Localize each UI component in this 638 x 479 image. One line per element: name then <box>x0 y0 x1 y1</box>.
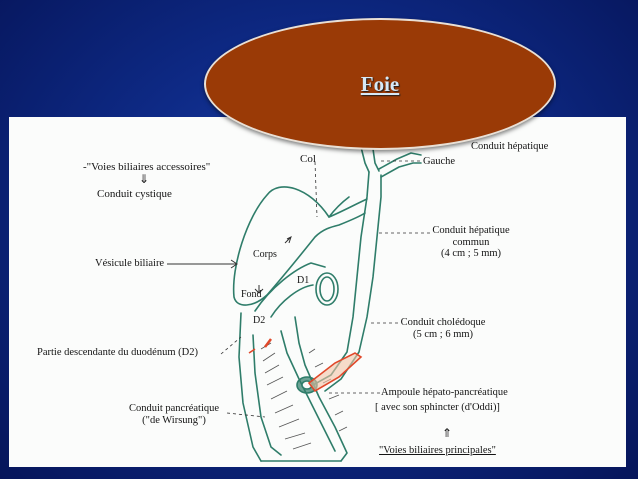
common-duct-right-wall <box>324 174 382 392</box>
duodenum-d1-opening <box>315 272 339 306</box>
duodenum-d1-upper <box>254 262 326 312</box>
duodenum-d2-left-wall <box>238 312 262 462</box>
label-fond: Fond <box>241 289 262 300</box>
label-conduit-pancreatique: Conduit pancréatique ("de Wirsung") <box>119 403 229 426</box>
right-hepatic-duct-inner <box>372 148 380 172</box>
right-hepatic-duct <box>360 146 370 173</box>
label-d1: D1 <box>297 275 310 286</box>
gallbladder-neck <box>328 196 350 218</box>
arrow-down-icon: ⇓ <box>139 172 150 186</box>
label-chc-line1: Conduit hépatique <box>432 225 510 236</box>
label-ampoule: Ampoule hépato-pancréatique <box>381 387 508 398</box>
label-sphincter-oddi: [ avec son sphincter (d'Oddi)] <box>375 402 500 413</box>
label-chc-line3: (4 cm ; 5 mm) <box>440 248 502 260</box>
left-hepatic-duct-inner <box>380 162 422 178</box>
title-oval: Foie <box>204 18 556 150</box>
label-corps: Corps <box>253 249 277 260</box>
label-voies-accessoires: -"Voies biliaires accessoires" <box>83 161 211 173</box>
label-conduit-hepatique-commun: Conduit hépatique commun (4 cm ; 5 mm) <box>423 225 519 260</box>
left-hepatic-duct <box>378 152 422 170</box>
cystic-duct-upper <box>328 198 368 218</box>
label-conduit-cystique: Conduit cystique <box>97 188 172 200</box>
label-chc-line2: commun <box>452 236 490 248</box>
label-d2: D2 <box>253 315 266 326</box>
label-col: Col <box>300 153 316 165</box>
gallbladder-outline <box>232 186 366 306</box>
label-choledoque-line2: (5 cm ; 6 mm) <box>412 328 474 340</box>
leader-lines <box>220 160 431 418</box>
label-voies-principales: "Voies biliaires principales" <box>379 445 496 456</box>
label-choledoque-line1: Conduit cholédoque <box>400 317 486 328</box>
label-vesicule-biliaire: Vésicule biliaire <box>95 258 165 269</box>
label-conduit-pancreatique-line2: ("de Wirsung") <box>142 414 206 426</box>
anatomy-diagram: -"Voies biliaires accessoires" ⇓ Conduit… <box>9 117 626 467</box>
label-conduit-pancreatique-line1: Conduit pancréatique <box>128 403 220 414</box>
label-conduit-hepatique: Conduit hépatique <box>471 141 549 152</box>
duodenum-d1-lower <box>270 284 314 318</box>
label-partie-descendante-duodenum: Partie descendante du duodénum (D2) <box>37 347 198 358</box>
slide-title: Foie <box>360 72 400 96</box>
pancreatic-duct <box>248 338 363 393</box>
label-gauche: Gauche <box>423 156 456 167</box>
duodenum-d2-right-wall <box>294 316 348 462</box>
duodenum-d2-inner-left <box>252 334 282 456</box>
label-conduit-choledoque: Conduit cholédoque (5 cm ; 6 mm) <box>393 317 493 340</box>
arrow-up-icon: ⇑ <box>442 426 453 440</box>
biliary-tract-drawing <box>167 146 431 462</box>
